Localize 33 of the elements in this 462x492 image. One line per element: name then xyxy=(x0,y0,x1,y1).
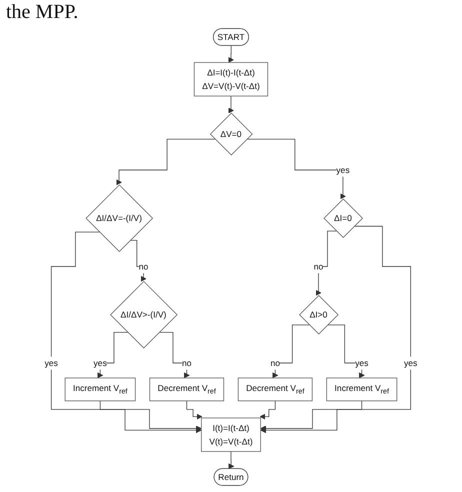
decision-diamond: ΔV=0 xyxy=(210,112,253,156)
arrow xyxy=(316,230,337,296)
process-box: Increment V$_{ref}$ xyxy=(326,378,398,402)
arrow xyxy=(228,45,234,63)
edge-label: yes xyxy=(44,356,58,370)
arrow xyxy=(97,332,128,378)
terminal-node: START xyxy=(212,28,249,46)
arrow xyxy=(260,400,276,420)
arrow xyxy=(228,451,234,470)
arrow xyxy=(50,232,202,434)
process-box: ΔI=I(t)-I(t-Δt) ΔV=V(t)-V(t-Δt) xyxy=(194,62,268,96)
arrow xyxy=(260,226,412,434)
arrow xyxy=(130,240,146,282)
arrow xyxy=(272,324,310,378)
body-text: the MPP. xyxy=(6,0,78,24)
process-box: Decrement V$_{ref}$ xyxy=(149,378,224,402)
decision-diamond: ΔI>0 xyxy=(299,295,339,334)
process-box: Increment V$_{ref}$ xyxy=(64,378,136,402)
arrow xyxy=(186,400,202,420)
edge-label: yes xyxy=(404,356,418,370)
arrow xyxy=(100,400,202,432)
process-box: I(t)=I(t-Δt) V(t)=V(t-Δt) xyxy=(201,418,261,452)
decision-diamond: ΔI=0 xyxy=(324,198,364,238)
decision-diamond: ΔI/ΔV=-(I/V) xyxy=(86,184,154,252)
arrow xyxy=(158,332,190,378)
arrow xyxy=(116,138,216,186)
process-box: Decrement V$_{ref}$ xyxy=(238,378,313,402)
arrow xyxy=(246,138,346,200)
arrow xyxy=(327,324,365,378)
decision-diamond: ΔI/ΔV>-(I/V) xyxy=(110,280,178,348)
terminal-node: Return xyxy=(214,468,248,486)
arrow xyxy=(260,400,362,432)
arrow xyxy=(228,96,234,114)
